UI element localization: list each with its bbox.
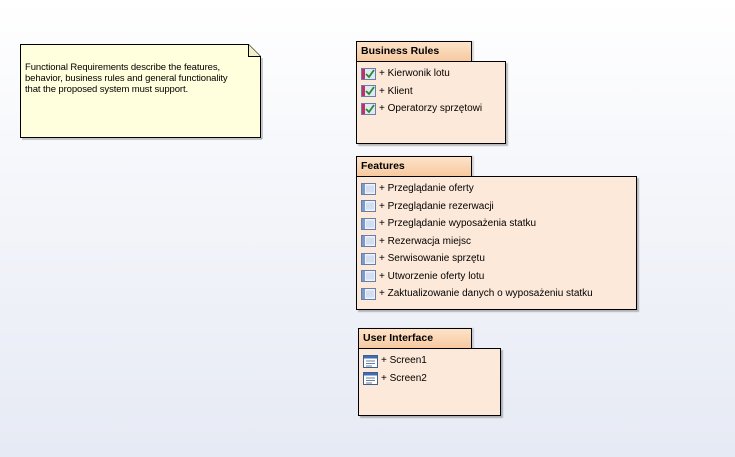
package-body: + Screen1 + Screen2 — [358, 348, 501, 416]
item-label: + Przeglądanie rezerwacji — [379, 200, 494, 212]
note-line: that the proposed system must support. — [25, 84, 189, 95]
feature-requirement-icon — [361, 287, 376, 300]
list-item[interactable]: + Przeglądanie wyposażenia statku — [361, 215, 593, 233]
item-label: + Rezerwacja miejsc — [379, 235, 471, 247]
description-note[interactable]: Functional Requirements describe the fea… — [20, 44, 263, 140]
package-title: Business Rules — [356, 41, 472, 62]
list-item[interactable]: + Kierwonik lotu — [361, 65, 482, 83]
item-label: + Utworzenie oferty lotu — [379, 270, 485, 282]
list-item[interactable]: + Rezerwacja miejsc — [361, 233, 593, 251]
feature-requirement-icon — [361, 182, 376, 195]
list-item[interactable]: + Screen1 — [363, 352, 427, 370]
screen-icon — [363, 354, 378, 368]
list-item[interactable]: + Przeglądanie oferty — [361, 180, 593, 198]
list-item[interactable]: + Zaktualizowanie danych o wyposażeniu s… — [361, 285, 593, 303]
feature-requirement-icon — [361, 217, 376, 230]
feature-requirement-icon — [361, 200, 376, 213]
screen-icon — [363, 372, 378, 386]
package-title: Features — [356, 156, 472, 177]
note-line: behavior, business rules and general fun… — [25, 73, 228, 84]
item-label: + Klient — [379, 85, 413, 97]
checked-requirement-icon — [361, 67, 376, 80]
note-shape — [20, 44, 263, 140]
list-item[interactable]: + Serwisowanie sprzętu — [361, 250, 593, 268]
package-business-rules[interactable]: Business Rules + Kierwonik lotu + Klient… — [356, 41, 506, 146]
note-text: Functional Requirements describe the fea… — [25, 62, 257, 95]
feature-requirement-icon — [361, 252, 376, 265]
checked-requirement-icon — [361, 102, 376, 115]
item-label: + Zaktualizowanie danych o wyposażeniu s… — [379, 288, 593, 300]
list-item[interactable]: + Klient — [361, 83, 482, 101]
package-title: User Interface — [358, 328, 472, 349]
list-item[interactable]: + Utworzenie oferty lotu — [361, 268, 593, 286]
package-body: + Przeglądanie oferty + Przeglądanie rez… — [356, 176, 637, 310]
item-label: + Przeglądanie wyposażenia statku — [379, 218, 537, 230]
note-line: Functional Requirements describe the fea… — [25, 62, 221, 73]
list-item[interactable]: + Screen2 — [363, 370, 427, 388]
list-item[interactable]: + Przeglądanie rezerwacji — [361, 198, 593, 216]
item-label: + Przeglądanie oferty — [379, 183, 474, 195]
package-user-interface[interactable]: User Interface + Screen1 + Screen2 — [358, 328, 501, 418]
item-label: + Kierwonik lotu — [379, 68, 450, 80]
feature-requirement-icon — [361, 270, 376, 283]
item-label: + Serwisowanie sprzętu — [379, 253, 485, 265]
item-label: + Operatorzy sprzętowi — [379, 103, 483, 115]
package-body: + Kierwonik lotu + Klient + Operatorzy s… — [356, 61, 506, 144]
checked-requirement-icon — [361, 85, 376, 98]
item-label: + Screen1 — [381, 355, 427, 367]
feature-requirement-icon — [361, 235, 376, 248]
package-features[interactable]: Features + Przeglądanie oferty + Przeglą… — [356, 156, 637, 312]
list-item[interactable]: + Operatorzy sprzętowi — [361, 100, 482, 118]
item-label: + Screen2 — [381, 372, 427, 384]
